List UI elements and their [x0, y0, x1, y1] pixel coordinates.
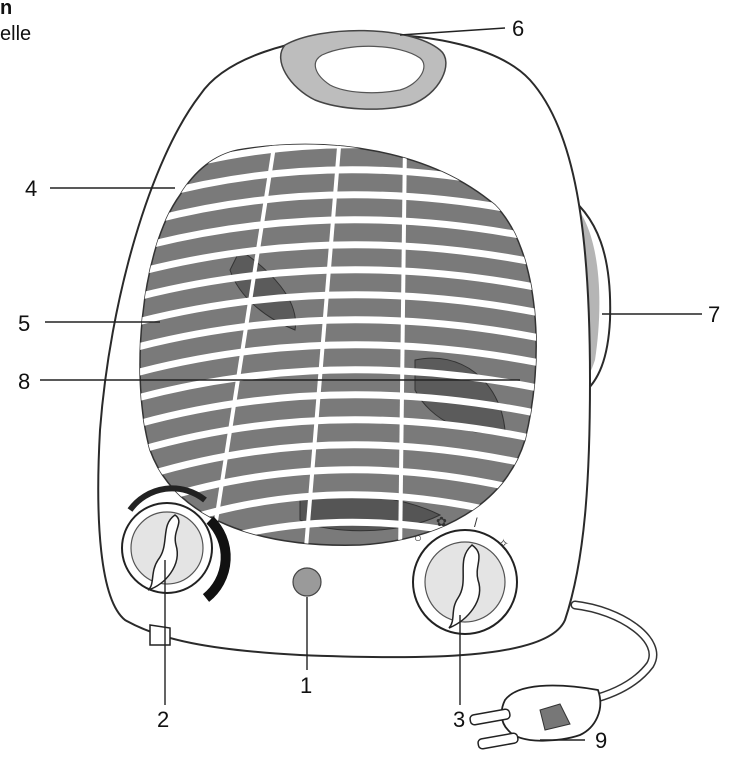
thermostat-scale-arc-thick — [202, 516, 231, 602]
callout-2: 2 — [157, 707, 169, 732]
header-fragment-label: elle — [0, 23, 31, 45]
thermostat-scale-arc — [127, 485, 207, 512]
power-cord — [570, 600, 658, 705]
callout-5: 5 — [18, 311, 30, 336]
callout-4: 4 — [25, 176, 37, 201]
callout-6: 6 — [512, 16, 524, 41]
mode-mark-high: ✧ — [498, 536, 509, 551]
callout-7: 7 — [708, 302, 720, 327]
mode-mark-low: / — [474, 515, 478, 530]
header-fragment-top: n — [0, 0, 12, 19]
power-cord-inner — [572, 602, 656, 703]
base-foot-left — [149, 624, 171, 646]
callout-3: 3 — [453, 707, 465, 732]
callout-1: 1 — [300, 673, 312, 698]
callout-8: 8 — [18, 369, 30, 394]
protective-grill — [140, 144, 537, 546]
callout-9: 9 — [595, 728, 607, 753]
leader-line-6 — [399, 27, 506, 36]
carry-handle-opening — [314, 45, 425, 94]
power-plug — [469, 684, 602, 750]
function-knob-grip — [448, 544, 481, 629]
mode-mark-fan: ✿ — [436, 514, 447, 529]
pilot-light — [292, 567, 322, 597]
thermostat-knob-grip — [147, 514, 180, 591]
mode-mark-off: ○ — [414, 530, 422, 545]
